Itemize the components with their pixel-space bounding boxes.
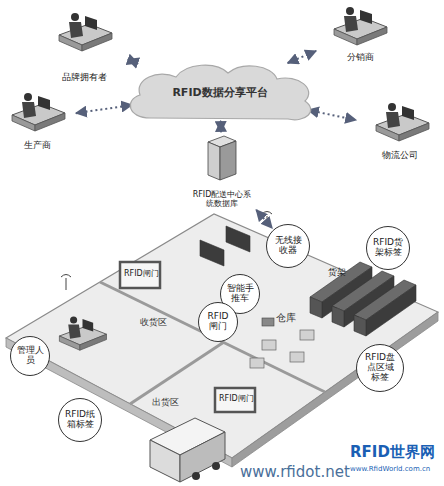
party-node: 品牌拥有者 (42, 4, 126, 84)
node-text: RFID纸箱标签 (65, 410, 96, 430)
party-node: 分销商 (318, 0, 402, 64)
data-link (220, 121, 222, 132)
node-text: 管理人员 (16, 346, 44, 366)
node-text: 生产商 (24, 140, 51, 150)
callout-circle: RFID盘点区域标签 (356, 344, 404, 392)
node-text: 物流公司 (382, 150, 418, 160)
callout-circle: RFID货架标签 (366, 226, 410, 270)
data-link (128, 60, 138, 64)
area-label: RFID闸门 (219, 395, 254, 404)
party-node: 物流公司 (358, 96, 442, 162)
node-text: RFID配送中心系统数据库 (190, 190, 254, 208)
watermark: RFID世界网 (350, 444, 435, 461)
cloud-platform: RFID数据分享平台 (120, 60, 320, 124)
callout-circle: 无线接收器 (266, 224, 310, 268)
area-label: 收货区 (140, 318, 167, 328)
area-label: 出货区 (152, 398, 179, 408)
watermark: www.rfidot.net (240, 464, 350, 481)
data-link (256, 210, 272, 228)
watermark: www.RfidWorld.com.cn (350, 466, 430, 474)
node-text: 品牌拥有者 (62, 72, 107, 82)
server-node: RFID配送中心系统数据库 (178, 134, 266, 208)
node-text: 无线接收器 (273, 236, 304, 256)
area-label: 货架 (328, 268, 346, 278)
node-text: 智能手推车 (226, 284, 254, 304)
party-node: 生产商 (0, 86, 74, 152)
data-link (308, 110, 356, 120)
node-text: RFID货架标签 (373, 238, 404, 258)
node-text: RFID闸门 (204, 312, 232, 332)
area-label: RFID闸门 (124, 270, 159, 279)
callout-circle: RFID闸门 (198, 302, 238, 342)
node-text: RFID盘点区域标签 (363, 353, 397, 383)
node-text: RFID数据分享平台 (172, 85, 267, 100)
callout-circle: RFID纸箱标签 (58, 398, 102, 442)
data-link (76, 105, 132, 113)
area-label: 仓库 (276, 312, 296, 323)
callout-circle: 管理人员 (10, 336, 50, 376)
data-link (288, 51, 316, 63)
node-text: 分销商 (347, 52, 374, 62)
